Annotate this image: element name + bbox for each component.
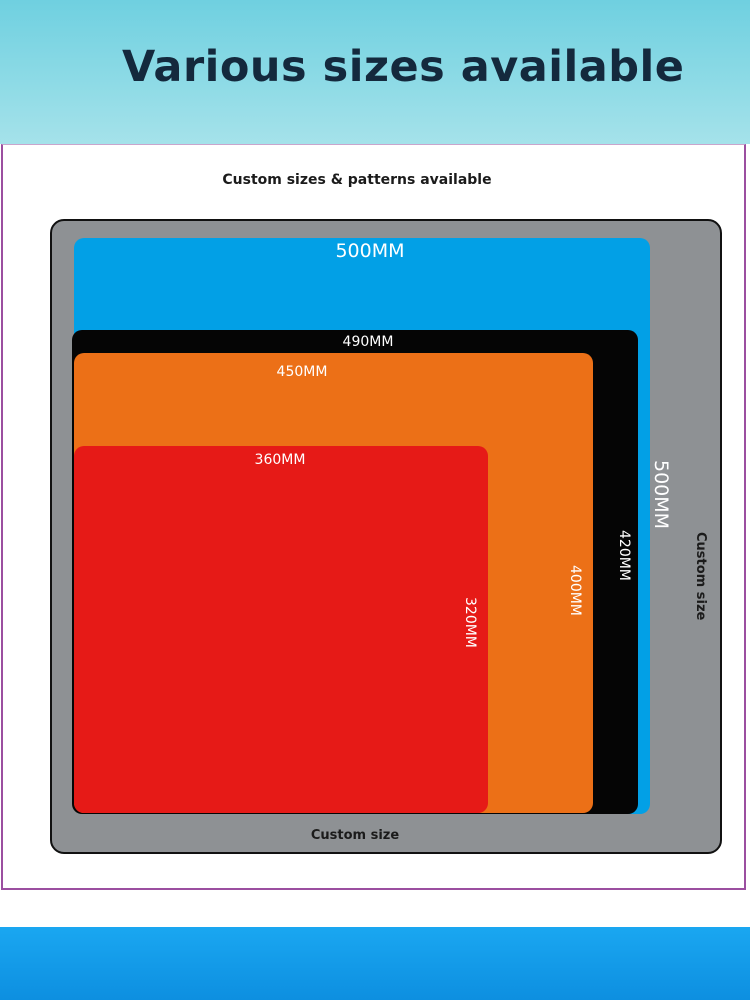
mat-490-width-label: 490MM <box>342 334 394 350</box>
footer-band <box>0 927 750 1000</box>
mat-500-width-label: 500MM <box>335 240 405 262</box>
custom-size-width-label: Custom size <box>310 828 400 843</box>
mat-420-height-label: 420MM <box>616 529 632 581</box>
mat-360x320 <box>74 446 488 813</box>
mat-500-height-label: 500MM <box>650 460 672 530</box>
mat-400-height-label: 400MM <box>567 564 583 616</box>
panel-subtitle: Custom sizes & patterns available <box>222 172 492 188</box>
mat-450-width-label: 450MM <box>276 364 328 380</box>
page-title: Various sizes available <box>122 42 685 92</box>
header-banner: Various sizes available <box>0 0 750 144</box>
mat-320-height-label: 320MM <box>462 596 478 648</box>
mat-360-width-label: 360MM <box>254 452 306 468</box>
custom-size-height-label: Custom size <box>693 532 708 621</box>
